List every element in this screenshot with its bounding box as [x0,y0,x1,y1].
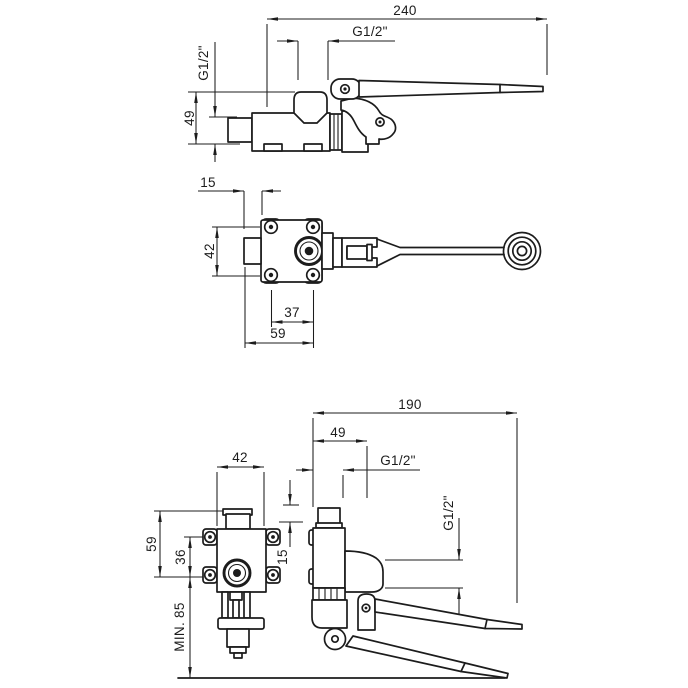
pedal-arm-up [374,598,523,630]
pedal-pad [502,231,542,271]
dim-mid-height-label: 36 [173,549,188,565]
dim-length-label: 190 [398,397,421,412]
bell-crank [340,97,397,145]
dim-hole-span-label: 37 [284,305,300,320]
dim-mount-height-label: 42 [202,243,217,259]
valve-body [312,527,346,589]
dimension-lines: 240 G1/2" G1/2" 49 [182,3,548,162]
dim-body-height-label: 49 [182,110,197,126]
dim-inlet-port-label: G1/2" [196,45,211,81]
valve-outline [243,218,542,284]
lever-rod [376,238,505,249]
coupling-nut [312,587,346,601]
valve-boss [222,558,252,588]
dimension-lines: 190 49 G1/2" G1/2" [296,397,518,615]
valve-outline [308,507,523,679]
dim-length-label: 240 [393,3,416,18]
yoke-rail [221,591,229,619]
stem [232,599,240,619]
dim-edge-offset-label: 15 [200,175,216,190]
dim-offset-label: 15 [275,549,290,565]
bonnet [293,91,328,124]
inlet-nipple [243,237,262,265]
valve-outline [202,508,281,659]
dimension-lines: 15 42 37 59 [198,175,315,348]
pedal-valve-side-view: 190 49 G1/2" G1/2" [296,397,523,679]
knee-lever [358,79,544,98]
dimension-lines: 42 59 36 MIN. 85 15 [144,450,303,678]
dim-height-label: 59 [144,536,159,552]
valve-outline [227,78,544,153]
top-port [225,513,251,530]
dim-side-port-label: G1/2" [441,495,456,531]
pedal-valve-front-view: 42 59 36 MIN. 85 15 [144,450,303,678]
inlet-nipple [227,117,253,143]
dim-width-label: 42 [232,450,248,465]
knee-valve-side-view: 240 G1/2" G1/2" 49 [182,3,548,162]
pedal-plate-edge [217,617,265,630]
pedal-arm-down [345,635,509,679]
outlet-port [344,550,384,593]
dim-outlet-offset-label: 49 [330,425,346,440]
knee-valve-plan-view: 15 42 37 59 [198,175,542,348]
stem-flange [321,232,334,270]
dim-top-port-label: G1/2" [380,453,416,468]
dim-min-clearance-label: MIN. 85 [172,602,187,651]
dim-top-port-label: G1/2" [352,24,388,39]
yoke-rail [243,591,251,619]
top-port [317,507,341,525]
coupling-nut [329,113,343,151]
lower-block [311,599,348,629]
dim-depth-label: 59 [270,326,286,341]
